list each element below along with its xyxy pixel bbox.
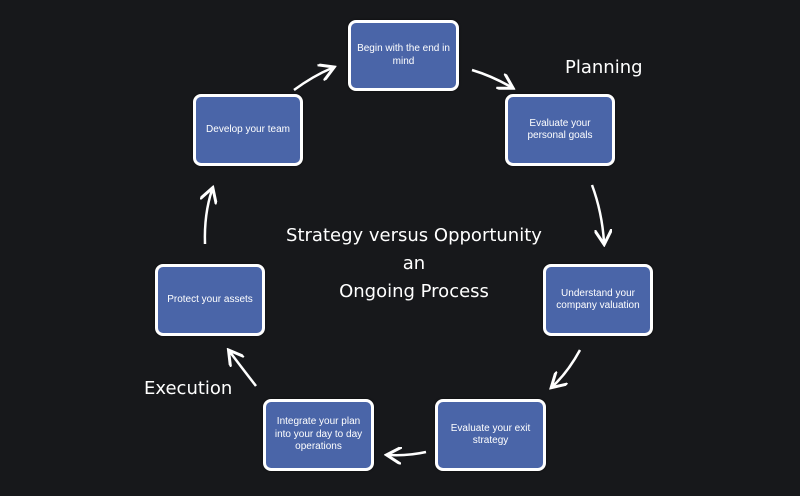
step-label: Understand your company valuation: [556, 287, 640, 312]
step-develop-team: Develop your team: [193, 94, 303, 166]
phase-label-execution: Execution: [144, 378, 233, 399]
arrow-step1-to-step2: [471, 68, 511, 87]
step-protect-assets: Protect your assets: [155, 264, 265, 336]
step-understand-valuation: Understand your company valuation: [543, 264, 653, 336]
step-label: Begin with the end in mind: [357, 43, 450, 67]
step-evaluate-personal-goals: Evaluate your personal goals: [505, 94, 615, 166]
step-integrate-plan: Integrate your plan into your day to day…: [263, 399, 374, 471]
arrow-step7-to-step1: [293, 68, 332, 92]
step-label: Evaluate your exit strategy: [450, 422, 531, 447]
arrow-step4-to-step5: [389, 452, 427, 455]
arrow-step5-to-step6: [230, 352, 257, 387]
step-evaluate-exit-strategy: Evaluate your exit strategy: [435, 399, 546, 471]
step-label: Evaluate your personal goals: [527, 117, 593, 142]
phase-label-planning: Planning: [565, 57, 643, 78]
step-begin-with-end: Begin with the end in mind: [348, 20, 459, 91]
step-label: Protect your assets: [167, 293, 253, 305]
arrow-step6-to-step7: [205, 190, 212, 245]
arrow-step2-to-step3: [590, 184, 604, 242]
step-label: Develop your team: [206, 123, 290, 135]
title-line-3: Ongoing Process: [339, 281, 489, 302]
arrow-step3-to-step4: [553, 349, 582, 386]
title-line-1: Strategy versus Opportunity: [286, 225, 542, 246]
diagram-title: Strategy versus Opportunity an Ongoing P…: [240, 222, 588, 306]
title-line-2: an: [402, 253, 426, 274]
step-label: Integrate your plan into your day to day…: [274, 416, 363, 453]
